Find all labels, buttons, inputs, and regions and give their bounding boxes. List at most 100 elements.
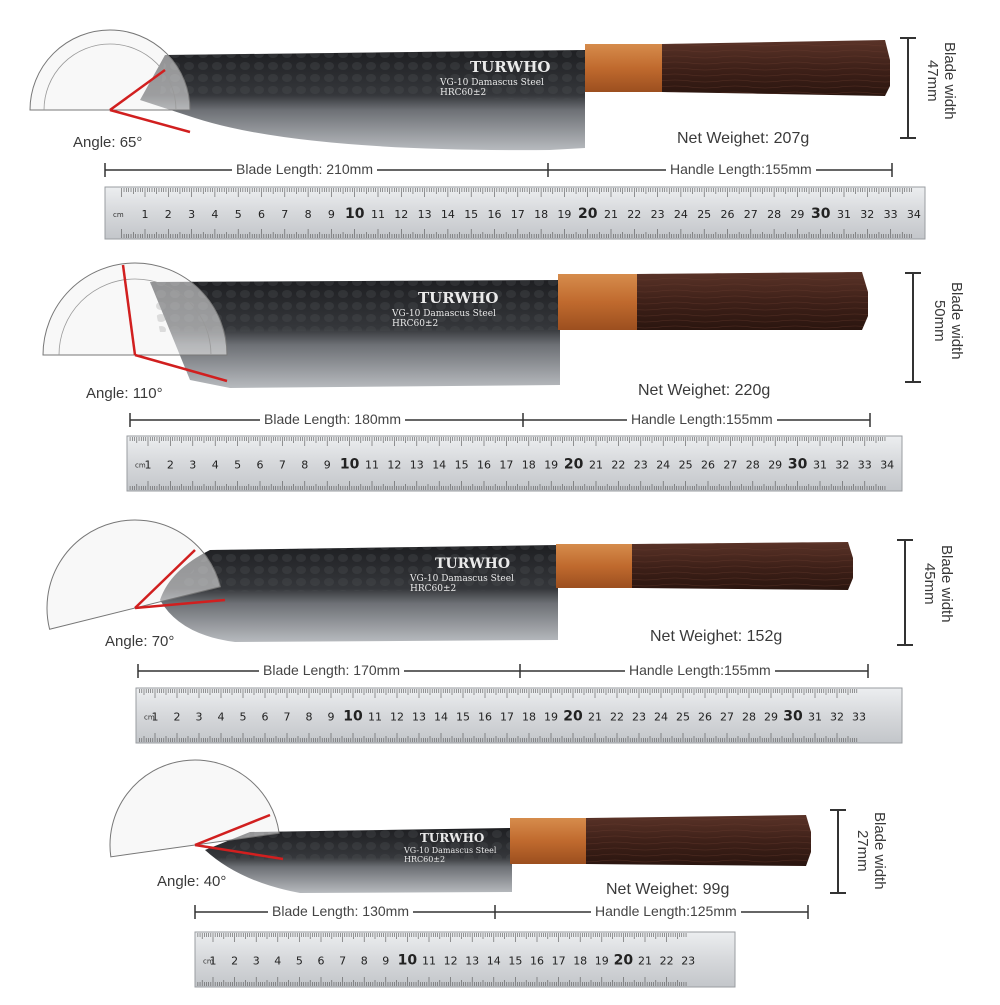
ruler-number: 4	[218, 711, 225, 724]
blade-width-bracket-3	[897, 539, 913, 646]
blade-2-hammer-texture	[150, 280, 560, 332]
blade-length-3: Blade Length: 170mm	[259, 662, 404, 678]
ruler-number: 17	[499, 459, 513, 472]
ruler-number: 5	[235, 208, 242, 221]
ruler-number: 12	[394, 208, 408, 221]
blade-3-hardness: HRC60±2	[410, 584, 456, 594]
ruler-number: 10	[343, 709, 363, 725]
ruler-number: 3	[188, 208, 195, 221]
blade-4-steel: VG-10 Damascus Steel	[403, 846, 497, 855]
protractor-1	[29, 29, 191, 134]
ruler-number: 15	[508, 955, 522, 968]
ruler-number: 31	[808, 711, 822, 724]
ruler-number: 26	[698, 711, 712, 724]
blade-1-hardness: HRC60±2	[440, 88, 486, 98]
ruler-number: 26	[721, 208, 735, 221]
ruler-number: 25	[679, 459, 693, 472]
blade-width-bracket-1	[900, 37, 916, 139]
blade-1-steel: VG-10 Damascus Steel	[439, 78, 544, 88]
ruler-number: 23	[651, 208, 665, 221]
ruler-number: 11	[365, 459, 379, 472]
bolster-1	[585, 44, 662, 92]
ruler-number: 18	[573, 955, 587, 968]
protractor-2	[42, 262, 228, 383]
ruler-number: 27	[720, 711, 734, 724]
ruler-number: 23	[632, 711, 646, 724]
ruler-number: 2	[174, 711, 181, 724]
ruler-number: 1	[145, 459, 152, 472]
ruler-number: 30	[811, 206, 831, 222]
ruler-2-body	[126, 435, 903, 492]
blade-1-brand: TURWHO	[470, 58, 550, 76]
ruler-number: 12	[387, 459, 401, 472]
ruler-number: 21	[638, 955, 652, 968]
ruler-number: 19	[595, 955, 609, 968]
ruler-number: 21	[589, 459, 603, 472]
ruler-number: 16	[488, 208, 502, 221]
ruler-number: 30	[783, 709, 803, 725]
ruler-number: 26	[701, 459, 715, 472]
ruler-number: 24	[654, 711, 668, 724]
blade-width-bracket-2	[905, 272, 921, 383]
ruler-number: 3	[196, 711, 203, 724]
ruler-number: 31	[837, 208, 851, 221]
ruler-number: 10	[340, 457, 360, 473]
ruler-number: 33	[858, 459, 872, 472]
protractor-4	[109, 759, 284, 861]
ruler-number: 22	[660, 955, 674, 968]
ruler-number: 33	[852, 711, 866, 724]
ruler-number: 32	[830, 711, 844, 724]
ruler-number: 9	[328, 711, 335, 724]
blade-2-steel: VG-10 Damascus Steel	[391, 309, 496, 319]
ruler-number: 1	[210, 955, 217, 968]
blade-3-hammer-texture	[175, 545, 558, 592]
ruler-number: 25	[697, 208, 711, 221]
angle-label-4: Angle: 40°	[157, 873, 227, 890]
ruler-number: 19	[557, 208, 571, 221]
blade-2-brand: TURWHO	[418, 289, 498, 307]
ruler-number: 13	[410, 459, 424, 472]
ruler-number: 32	[860, 208, 874, 221]
ruler-number: 33	[884, 208, 898, 221]
ruler-number: 2	[167, 459, 174, 472]
ruler-number: 6	[258, 208, 265, 221]
ruler-number: 8	[301, 459, 308, 472]
ruler-number: 23	[634, 459, 648, 472]
ruler-number: 4	[274, 955, 281, 968]
angle-label-3: Angle: 70°	[105, 633, 175, 650]
ruler-number: 5	[296, 955, 303, 968]
blade-1-hammer-texture	[160, 50, 585, 100]
net-weight-2: Net Weighet: 220g	[638, 382, 771, 399]
blade-2-hardness: HRC60±2	[392, 319, 438, 329]
ruler-number: 15	[456, 711, 470, 724]
blade-3-steel: VG-10 Damascus Steel	[409, 574, 514, 584]
ruler-number: 34	[907, 208, 921, 221]
ruler-number: 11	[368, 711, 382, 724]
ruler-number: 29	[790, 208, 804, 221]
ruler-number: 24	[656, 459, 670, 472]
ruler-number: 9	[328, 208, 335, 221]
ruler-number: 6	[257, 459, 264, 472]
ruler-number: 12	[390, 711, 404, 724]
ruler-number: 3	[253, 955, 260, 968]
knife-4	[109, 759, 846, 919]
handle-1-grain	[662, 40, 890, 96]
blade-length-2: Blade Length: 180mm	[260, 411, 405, 427]
ruler-number: 18	[522, 459, 536, 472]
ruler-number: 9	[324, 459, 331, 472]
protractor-3	[46, 519, 226, 630]
ruler-number: 28	[746, 459, 760, 472]
ruler-number: 19	[544, 459, 558, 472]
handle-2-grain	[637, 272, 868, 330]
angle-label-2: Angle: 110°	[86, 385, 163, 402]
ruler-number: 15	[464, 208, 478, 221]
ruler-number: 4	[212, 459, 219, 472]
